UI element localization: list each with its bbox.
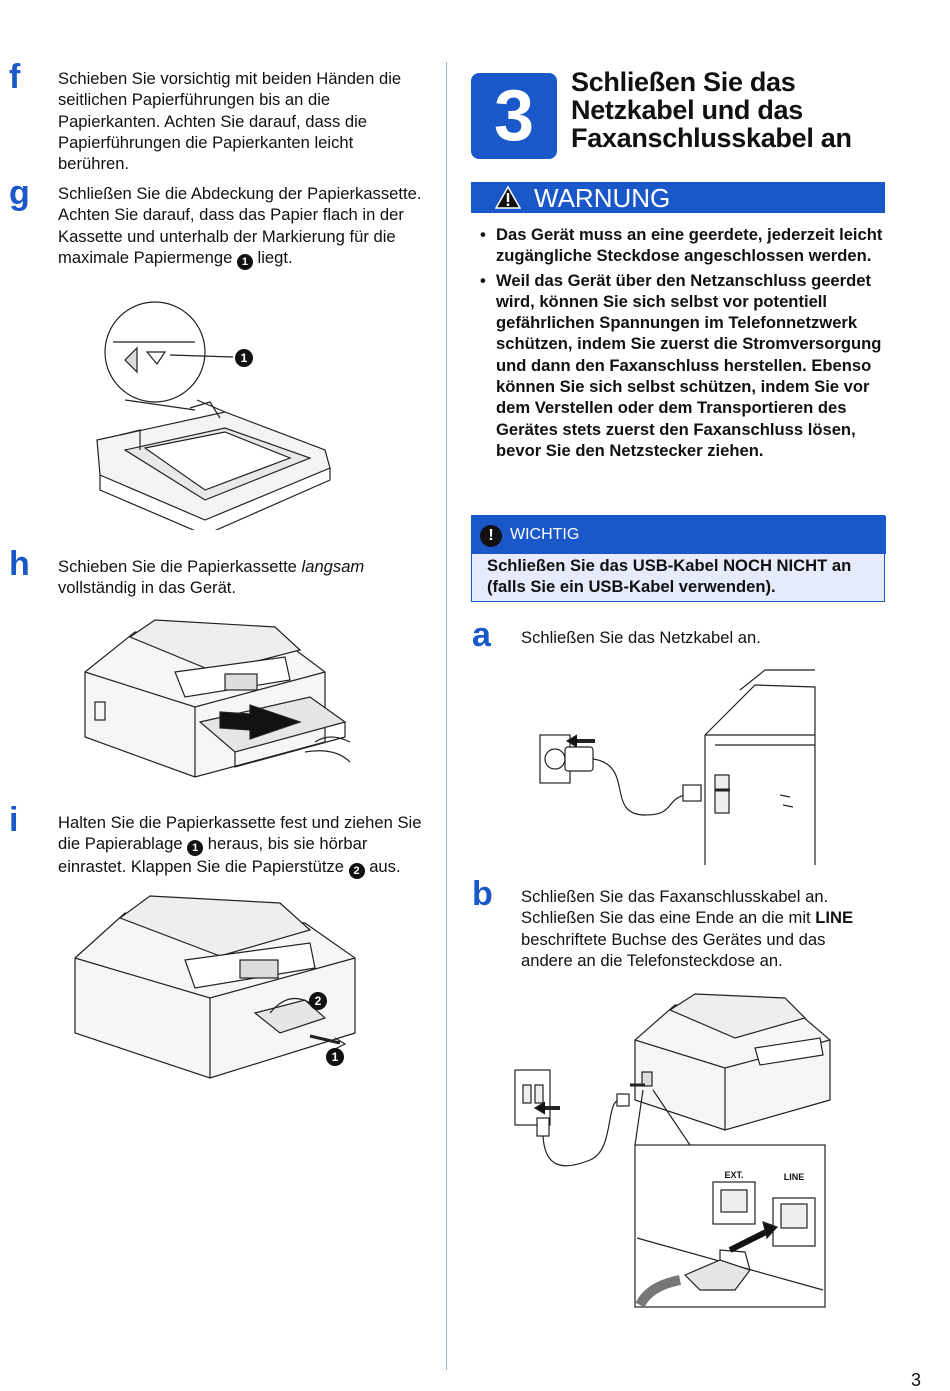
- step-h-text-after: vollständig in das Gerät.: [58, 578, 237, 598]
- figure-callout-1: 1: [332, 1050, 339, 1064]
- step-b-text-after: beschriftete Buchse des Gerätes und das …: [521, 929, 826, 970]
- warning-icon: [495, 186, 521, 209]
- step-f-text: Schieben Sie vorsichtig mit beiden Hände…: [58, 69, 402, 174]
- warning-list: Das Gerät muss an eine geerdete, jederze…: [480, 224, 885, 464]
- important-header: ! WICHTIG: [472, 516, 886, 554]
- step-h-text: Schieben Sie die Papierkassette langsam …: [58, 556, 428, 599]
- port-label-ext: EXT.: [724, 1170, 743, 1180]
- column-divider: [446, 62, 447, 1370]
- figure-callout-2: 2: [315, 994, 322, 1008]
- printer-output-tray-illustration: 2 1: [74, 895, 356, 1079]
- paper-tray-illustration: 1: [96, 301, 331, 530]
- fax-cable-illustration: EXT. LINE: [514, 993, 831, 1308]
- warning-label: WARNUNG: [534, 183, 671, 213]
- callout-1: 1: [187, 840, 204, 857]
- step-g-text: Schließen Sie die Abdeckung der Papierka…: [58, 183, 428, 270]
- step-i-text-1: Halten Sie die Papierkassette fest und z…: [58, 813, 422, 854]
- warning-item: Weil das Gerät über den Netzanschluss ge…: [480, 270, 885, 462]
- step-h-emphasis: langsam: [301, 557, 365, 576]
- step-letter-f: f: [9, 58, 21, 96]
- step-h-text-before: Schieben Sie die Papierkassette: [58, 557, 302, 576]
- step-title: Schließen Sie das Netzkabel und das Faxa…: [571, 67, 852, 153]
- step-letter-b: b: [472, 875, 493, 913]
- step-b-text: Schließen Sie das Faxanschlusskabel an. …: [521, 886, 881, 971]
- warning-item: Das Gerät muss an eine geerdete, jederze…: [480, 224, 885, 267]
- step-letter-g: g: [9, 174, 30, 212]
- printer-insert-tray-illustration: [84, 619, 351, 778]
- callout-1: 1: [236, 253, 253, 270]
- important-box: ! WICHTIG Schließen Sie das USB-Kabel NO…: [471, 515, 886, 602]
- step-letter-h: h: [9, 545, 30, 583]
- important-text: Schließen Sie das USB-Kabel NOCH NICHT a…: [487, 556, 852, 597]
- step-i-text-3: aus.: [364, 857, 401, 877]
- step-a-text: Schließen Sie das Netzkabel an.: [521, 628, 761, 647]
- step-g-text-before: Schließen Sie die Abdeckung der Papierka…: [58, 184, 422, 267]
- step-letter-i: i: [9, 801, 19, 839]
- page-number: 3: [911, 1370, 922, 1390]
- important-label: WICHTIG: [510, 526, 580, 543]
- figure-callout-1: 1: [241, 351, 248, 365]
- step-b-bold: LINE: [815, 908, 854, 928]
- port-label-line: LINE: [784, 1172, 805, 1182]
- warning-banner: WARNUNG: [471, 182, 885, 213]
- step-number-badge: 3: [471, 73, 557, 159]
- step-g-text-after: liegt.: [252, 247, 293, 267]
- exclamation-icon: !: [480, 525, 502, 547]
- step-i-text: Halten Sie die Papierkassette fest und z…: [58, 812, 428, 880]
- step-letter-a: a: [472, 616, 491, 654]
- callout-2: 2: [348, 863, 365, 880]
- step-b-text-before: Schließen Sie das Faxanschlusskabel an. …: [521, 887, 829, 928]
- power-cable-illustration: [539, 669, 816, 865]
- step-i-text-2: heraus, bis sie hörbar einrastet. Klappe…: [58, 834, 368, 877]
